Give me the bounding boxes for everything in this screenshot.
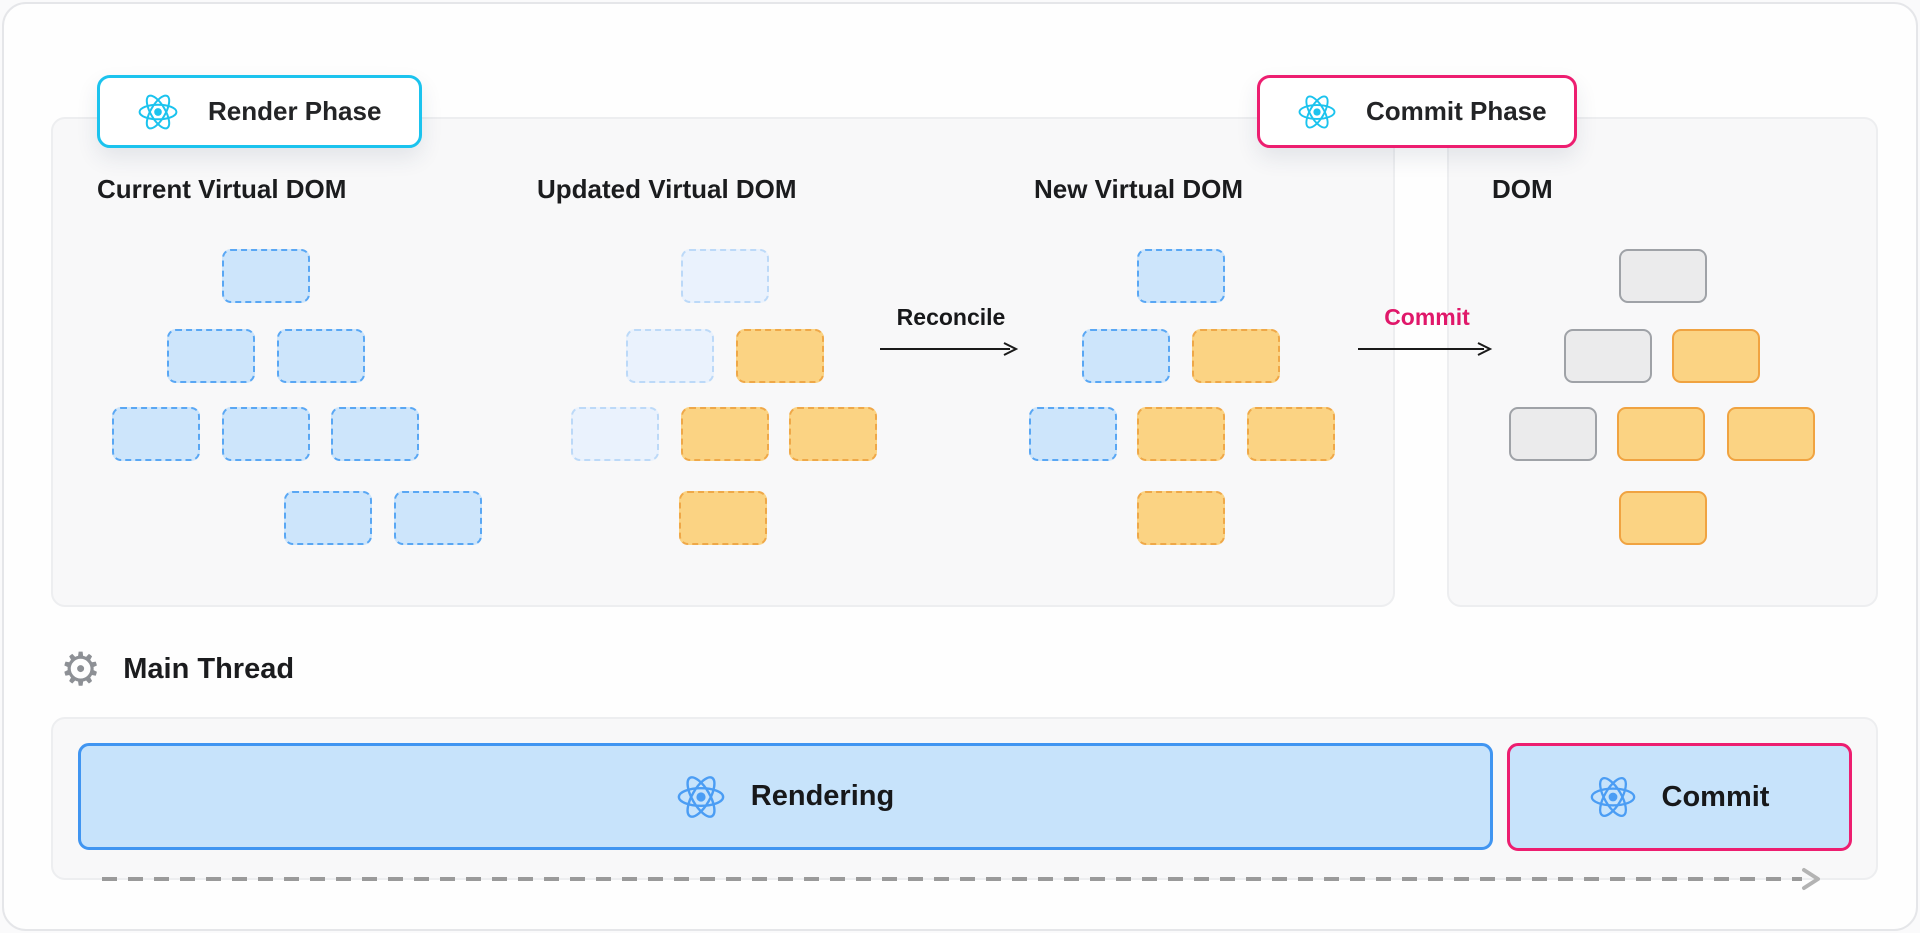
- updated-tree-node-orange: [736, 329, 824, 383]
- dom-tree-node-gray: [1564, 329, 1652, 383]
- commit-arrow-label: Commit: [1384, 304, 1470, 330]
- tree-title-new: New Virtual DOM: [1034, 174, 1244, 204]
- updated-tree-node-orange: [681, 407, 769, 461]
- commit-phase-badge: Commit Phase: [1257, 75, 1577, 148]
- current-tree-node-blue: [277, 329, 365, 383]
- gear-icon: ⚙: [60, 642, 102, 696]
- right-arrow-icon: [1358, 342, 1493, 356]
- new-tree-node-orange: [1247, 407, 1335, 461]
- timeline-dashed-arrow: [102, 868, 1820, 890]
- right-arrow-icon: [880, 342, 1019, 356]
- commit-bar-label: Commit: [1661, 780, 1770, 813]
- new-tree-node-blue: [1082, 329, 1170, 383]
- new-tree-node-orange: [1137, 491, 1225, 545]
- current-tree-node-blue: [284, 491, 372, 545]
- new-tree-node-orange: [1192, 329, 1280, 383]
- new-tree-node-blue: [1029, 407, 1117, 461]
- new-tree-node-orange: [1137, 407, 1225, 461]
- react-logo-icon: [677, 773, 725, 821]
- rendering-bar: Rendering: [78, 743, 1493, 850]
- current-tree-node-blue: [112, 407, 200, 461]
- updated-tree-node-orange: [679, 491, 767, 545]
- reconcile-arrow: Reconcile: [876, 304, 1026, 363]
- commit-bar: Commit: [1507, 743, 1852, 851]
- tree-title-dom: DOM: [1492, 174, 1553, 204]
- updated-tree-node-faded: [626, 329, 714, 383]
- dom-tree-node-orange-solid: [1672, 329, 1760, 383]
- commit-arrow: Commit: [1354, 304, 1500, 363]
- current-tree-node-blue: [222, 407, 310, 461]
- react-logo-icon: [1590, 774, 1636, 820]
- dom-tree-node-orange-solid: [1727, 407, 1815, 461]
- new-tree-node-blue: [1137, 249, 1225, 303]
- commit-phase-label: Commit Phase: [1366, 96, 1547, 126]
- dom-tree-node-gray: [1619, 249, 1707, 303]
- reconcile-label: Reconcile: [896, 304, 1006, 330]
- updated-tree-node-faded: [681, 249, 769, 303]
- chevron-right-icon: [1802, 868, 1820, 890]
- current-tree-node-blue: [167, 329, 255, 383]
- rendering-bar-label: Rendering: [750, 780, 895, 812]
- updated-tree-node-faded: [571, 407, 659, 461]
- current-tree-node-blue: [331, 407, 419, 461]
- render-phase-badge: Render Phase: [97, 75, 422, 148]
- current-tree-node-blue: [222, 249, 310, 303]
- dom-tree-node-gray: [1509, 407, 1597, 461]
- main-thread-label: Main Thread: [123, 652, 295, 685]
- tree-title-updated: Updated Virtual DOM: [537, 174, 797, 204]
- updated-tree-node-orange: [789, 407, 877, 461]
- render-phase-label: Render Phase: [208, 96, 382, 126]
- dom-tree-node-orange-solid: [1619, 491, 1707, 545]
- current-tree-node-blue: [394, 491, 482, 545]
- react-logo-icon: [138, 92, 178, 132]
- react-logo-icon: [1298, 93, 1336, 131]
- tree-title-current: Current Virtual DOM: [97, 174, 347, 204]
- dom-tree-node-orange-solid: [1617, 407, 1705, 461]
- main-thread-header: ⚙ Main Thread: [60, 646, 294, 692]
